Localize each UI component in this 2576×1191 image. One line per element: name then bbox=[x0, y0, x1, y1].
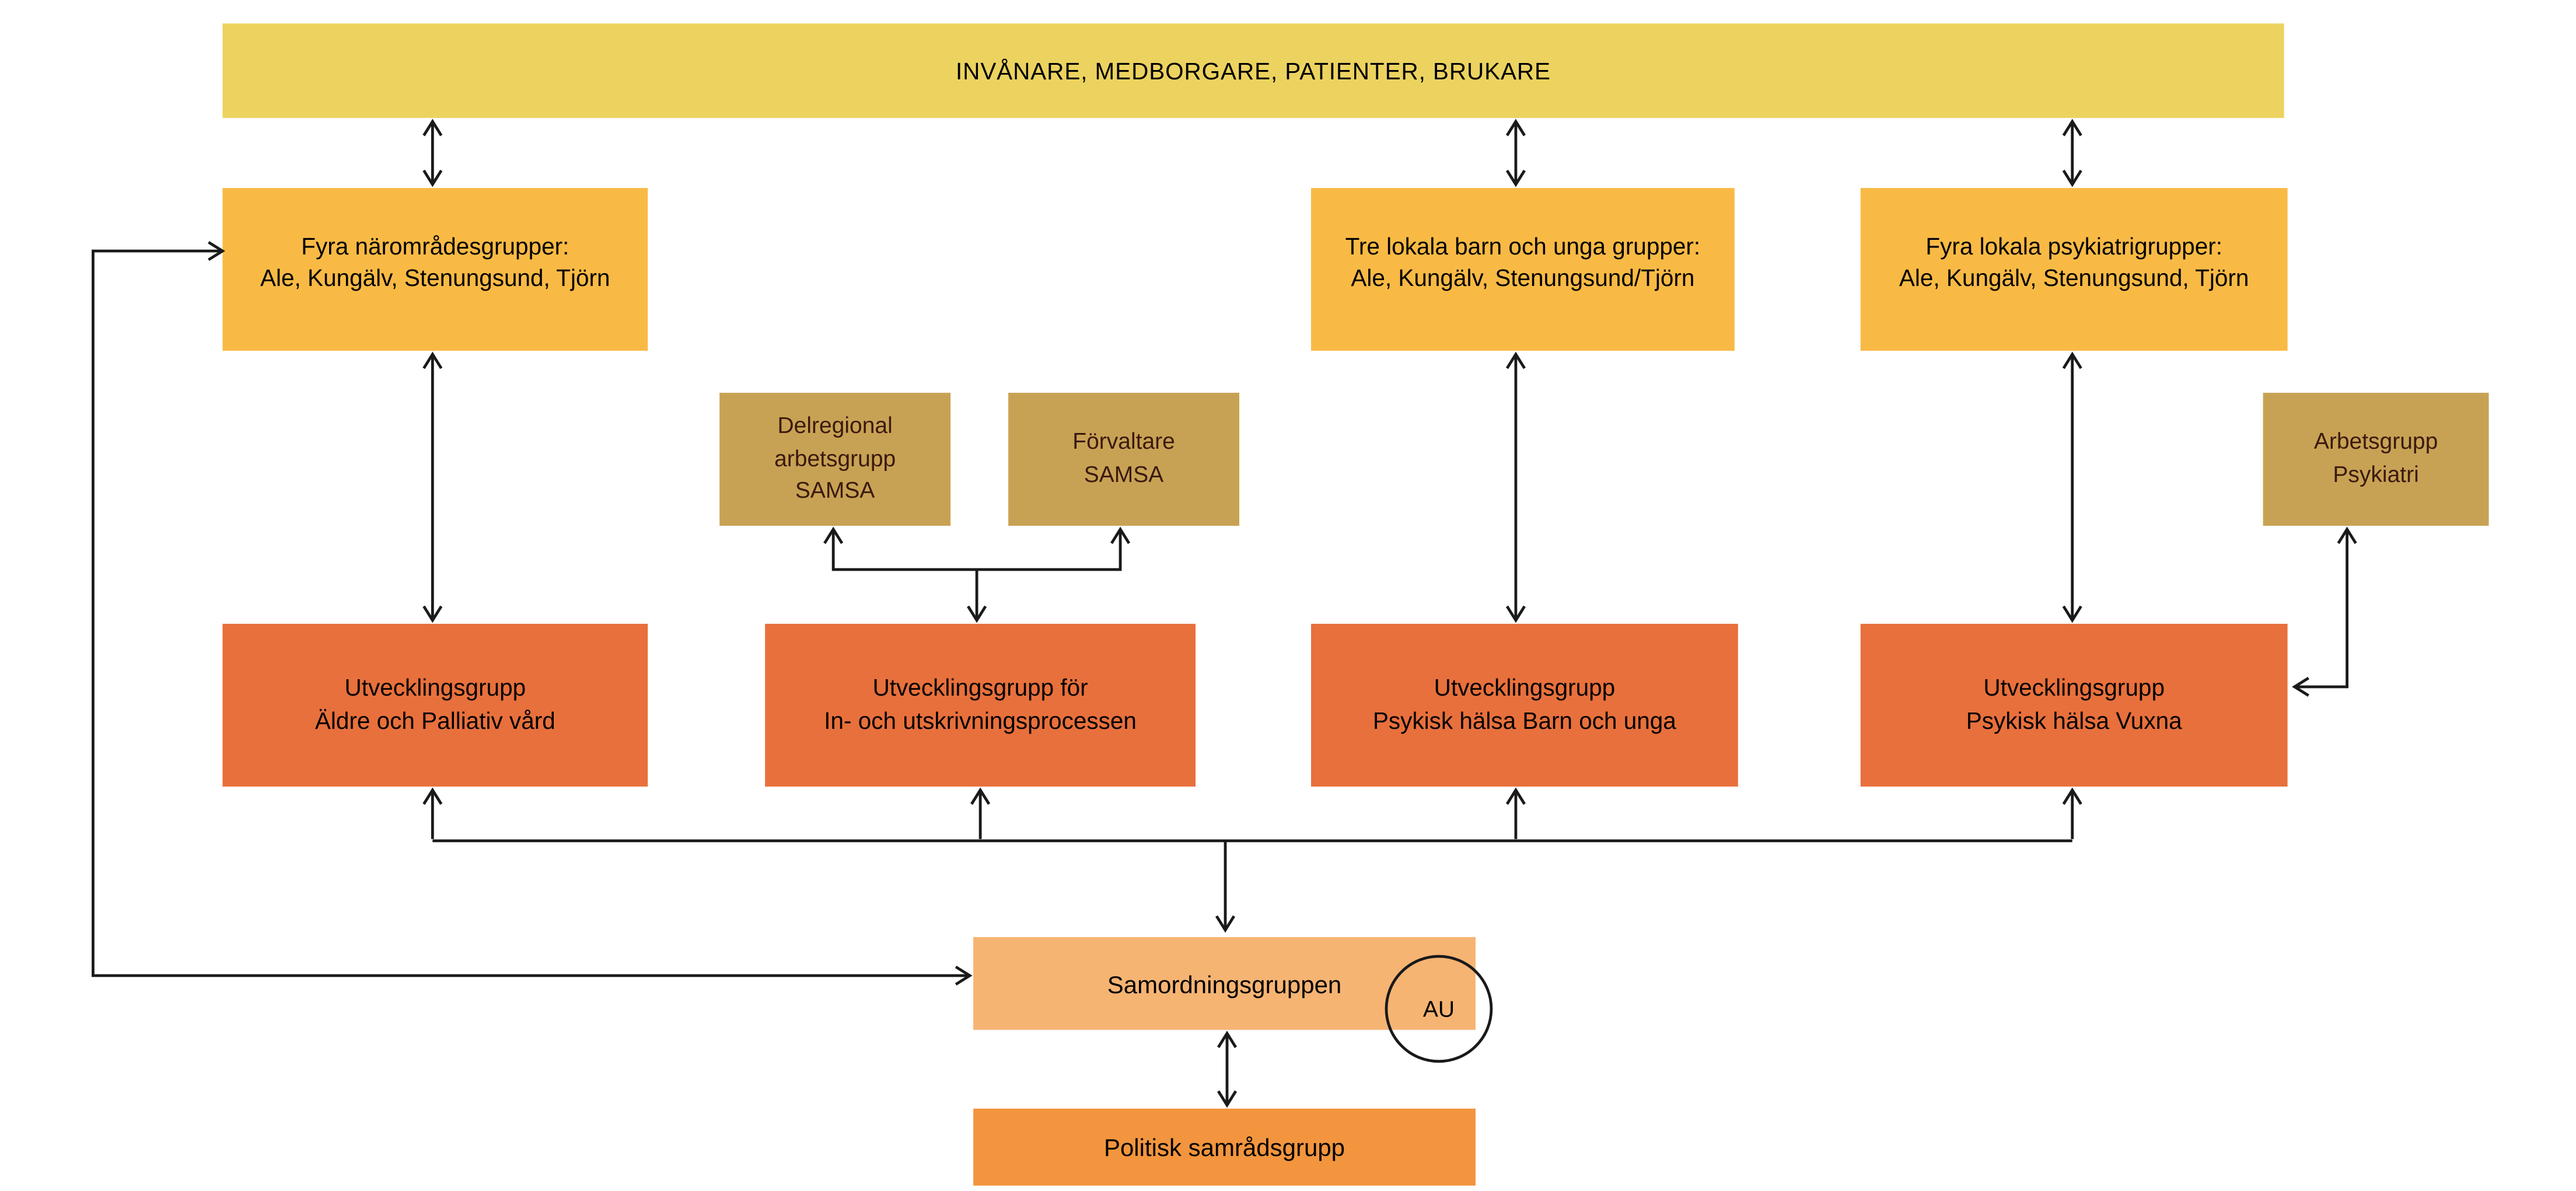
box-arbetsgrupp-psykiatri: Arbetsgrupp Psykiatri bbox=[2263, 392, 2489, 526]
box-delregional-arbetsgrupp-samsa: Delregional arbetsgrupp SAMSA bbox=[719, 392, 950, 526]
box-label-line: Fyra lokala psykiatrigrupper: bbox=[1925, 232, 2222, 259]
box-label-line: Delregional bbox=[777, 411, 893, 438]
box-tre-barn-unga-grupper: Tre lokala barn och unga grupper: Ale, K… bbox=[1310, 187, 1735, 351]
box-label-line: Tre lokala barn och unga grupper: bbox=[1345, 232, 1700, 259]
box-label-line: Psykisk hälsa Vuxna bbox=[1966, 706, 2182, 733]
au-badge-label: AU bbox=[1422, 995, 1455, 1022]
box-invanare-banner: INVÅNARE, MEDBORGARE, PATIENTER, BRUKARE bbox=[222, 23, 2284, 118]
box-label-line: Psykiatri bbox=[2332, 460, 2419, 487]
box-label-line: Ale, Kungälv, Stenungsund/Tjörn bbox=[1350, 264, 1694, 291]
box-label-line: Ale, Kungälv, Stenungsund, Tjörn bbox=[1899, 264, 2249, 291]
box-label-line: Politisk samrådsgrupp bbox=[1103, 1133, 1345, 1161]
box-fyra-naromradesgrupper: Fyra närområdesgrupper: Ale, Kungälv, St… bbox=[222, 187, 648, 351]
box-forvaltare-samsa: Förvaltare SAMSA bbox=[1008, 392, 1239, 526]
box-label-line: Utvecklingsgrupp bbox=[1434, 673, 1615, 700]
box-utvecklingsgrupp-aldre-palliativ: Utvecklingsgrupp Äldre och Palliativ vår… bbox=[222, 623, 648, 787]
box-label-line: SAMSA bbox=[795, 477, 875, 504]
box-label-line: Förvaltare bbox=[1072, 428, 1175, 455]
box-label-line: Ale, Kungälv, Stenungsund, Tjörn bbox=[260, 264, 610, 291]
box-utvecklingsgrupp-psykisk-halsa-vuxna: Utvecklingsgrupp Psykisk hälsa Vuxna bbox=[1860, 623, 2288, 787]
connector-arbetsgrupp-psykiatri-utv-vuxna bbox=[2291, 526, 2357, 697]
box-label-line: Samordningsgruppen bbox=[1107, 969, 1341, 997]
box-label-line: Äldre och Palliativ vård bbox=[314, 706, 555, 733]
box-label-line: Psykisk hälsa Barn och unga bbox=[1372, 706, 1676, 733]
box-fyra-psykiatrigrupper: Fyra lokala psykiatrigrupper: Ale, Kungä… bbox=[1860, 187, 2288, 351]
box-politisk-samradsgrupp: Politisk samrådsgrupp bbox=[973, 1108, 1476, 1186]
box-label-line: arbetsgrupp bbox=[774, 444, 896, 471]
box-samordningsgruppen: Samordningsgruppen bbox=[973, 937, 1476, 1030]
banner-label: INVÅNARE, MEDBORGARE, PATIENTER, BRUKARE bbox=[955, 57, 1551, 84]
box-label-line: Utvecklingsgrupp bbox=[344, 673, 526, 700]
box-label-line: Utvecklingsgrupp bbox=[1983, 673, 2165, 700]
box-label-line: SAMSA bbox=[1083, 460, 1163, 487]
box-label-line: Utvecklingsgrupp för bbox=[872, 673, 1088, 700]
box-label-line: Fyra närområdesgrupper: bbox=[300, 232, 569, 259]
box-utvecklingsgrupp-psykisk-halsa-barn: Utvecklingsgrupp Psykisk hälsa Barn och … bbox=[1310, 623, 1738, 787]
connector-loop-naromrade-samordning bbox=[91, 240, 973, 986]
connector-samsa-fork bbox=[823, 526, 1130, 571]
box-label-line: Arbetsgrupp bbox=[2313, 428, 2438, 455]
box-label-line: In- och utskrivningsprocessen bbox=[823, 706, 1137, 733]
box-utvecklingsgrupp-in-utskrivning: Utvecklingsgrupp för In- och utskrivning… bbox=[764, 623, 1196, 787]
